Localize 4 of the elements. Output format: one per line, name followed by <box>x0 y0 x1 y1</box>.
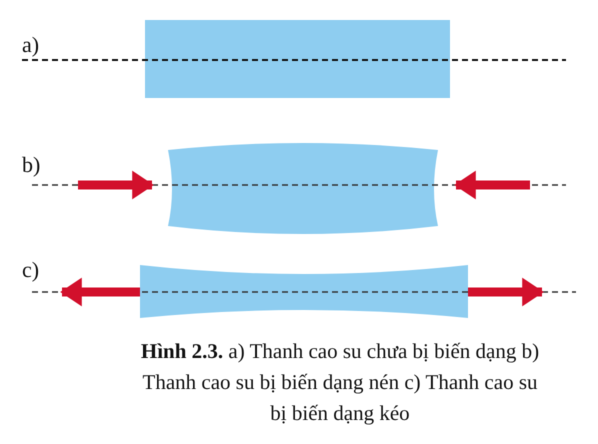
part-label: b) <box>22 153 40 177</box>
figure-caption: Hình 2.3. a) Thanh cao su chưa bị biến dạng b) Thanh cao su bị biến dạng nén c) Thanh cao su bị biến dạng kéo <box>140 338 540 427</box>
part-label: c) <box>22 258 40 282</box>
part-label: a) <box>22 33 40 57</box>
